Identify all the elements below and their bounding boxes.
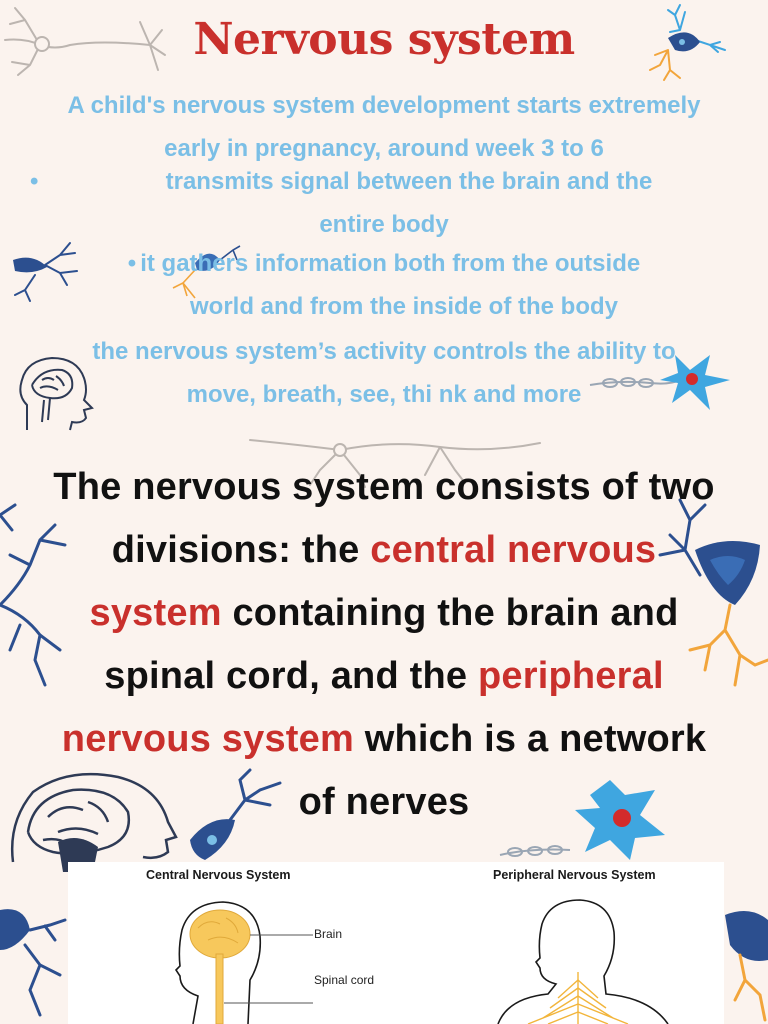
divisions-line-5: nervous system which is a network xyxy=(61,718,707,760)
intro-paragraph: A child's nervous system development sta… xyxy=(0,84,768,170)
intro-line-1: A child's nervous system development sta… xyxy=(67,92,701,119)
bullet-1-line-1: transmits signal between the brain and t… xyxy=(165,168,653,195)
divisions-paragraph: The nervous system consists of two divis… xyxy=(0,456,768,834)
neuron-left-icon xyxy=(13,242,78,302)
bullet-2-line-2: world and from the inside of the body xyxy=(189,293,618,320)
neuron-bottom-center-icon xyxy=(190,768,282,860)
divisions-line-2: divisions: the central nervous xyxy=(111,529,657,571)
bullet-marker: • xyxy=(30,168,39,195)
divisions-line-6: of nerves xyxy=(298,781,470,823)
brain-profile-left-icon xyxy=(19,356,94,431)
term-system: system xyxy=(89,592,222,634)
bullet-marker: • xyxy=(127,250,137,277)
divisions-line-1: The nervous system consists of two xyxy=(53,466,715,508)
intro-line-2: early in pregnancy, around week 3 to 6 xyxy=(164,135,604,162)
cns-figure-icon xyxy=(174,901,313,1024)
cns-diagram-title: Central Nervous System xyxy=(146,868,291,882)
anatomy-diagram: Central Nervous System Peripheral Nervou… xyxy=(68,862,724,1024)
neuron-cell-bottom-right-icon xyxy=(499,780,665,860)
bullet-gathers: •it gathers information both from the ou… xyxy=(0,242,768,328)
bullet-transmits: • transmits signal between the brain and… xyxy=(0,160,768,246)
small-neuron-icon xyxy=(172,245,241,299)
activity-line-1: the nervous system’s activity controls t… xyxy=(92,338,676,365)
divisions-line-4: spinal cord, and the peripheral xyxy=(104,655,664,697)
neuron-topright-icon xyxy=(649,4,726,81)
neuron-bottom-right-icon xyxy=(725,911,768,1022)
term-nervous-system: nervous system xyxy=(61,718,354,760)
activity-paragraph: the nervous system’s activity controls t… xyxy=(0,330,768,416)
neuron-bottom-left-icon xyxy=(0,909,67,1017)
term-central-nervous: central nervous xyxy=(370,529,657,571)
divisions-line-3: system containing the brain and xyxy=(89,592,679,634)
activity-line-2: move, breath, see, thi nk and more xyxy=(186,381,582,408)
dendrite-left-icon xyxy=(0,503,67,687)
neuron-axon-right-icon xyxy=(589,355,730,410)
neuron-sketch-center-icon xyxy=(249,439,541,488)
bullet-2-line-1: •it gathers information both from the ou… xyxy=(127,250,641,277)
brain-label: Brain xyxy=(314,927,343,941)
spinal-cord-label: Spinal cord xyxy=(314,973,375,987)
bullet-1-line-2: entire body xyxy=(319,211,449,238)
term-peripheral: peripheral xyxy=(477,655,664,697)
neuron-right-large-icon xyxy=(658,498,768,687)
pns-diagram-title: Peripheral Nervous System xyxy=(493,868,656,882)
pns-figure-icon xyxy=(497,899,669,1024)
neuron-sketch-topleft-icon xyxy=(4,7,166,76)
page-title: Nervous system xyxy=(193,14,575,65)
